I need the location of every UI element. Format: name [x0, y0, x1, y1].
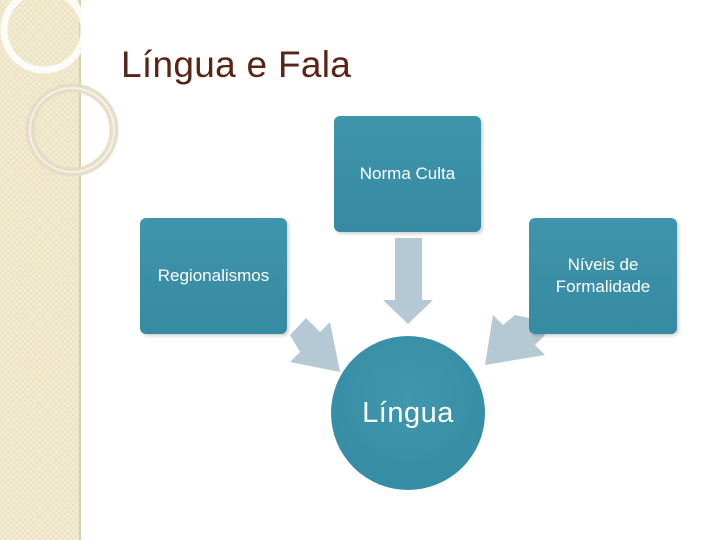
- node-lingua-label: Língua: [362, 396, 454, 429]
- node-regionalismos-label: Regionalismos: [157, 266, 270, 285]
- arrow-left-to-center: [290, 318, 340, 372]
- node-norma-culta-label: Norma Culta: [359, 164, 456, 183]
- node-niveis-formalidade: Níveis de Formalidade: [529, 218, 677, 334]
- node-niveis-formalidade-label: Níveis de Formalidade: [555, 255, 651, 296]
- node-norma-culta: Norma Culta: [334, 116, 481, 232]
- slide-title: Língua e Fala: [121, 44, 352, 85]
- node-regionalismos: Regionalismos: [140, 218, 287, 334]
- arrow-down: [383, 238, 433, 324]
- sidebar-divider: [79, 0, 81, 540]
- node-lingua: Língua: [331, 336, 485, 490]
